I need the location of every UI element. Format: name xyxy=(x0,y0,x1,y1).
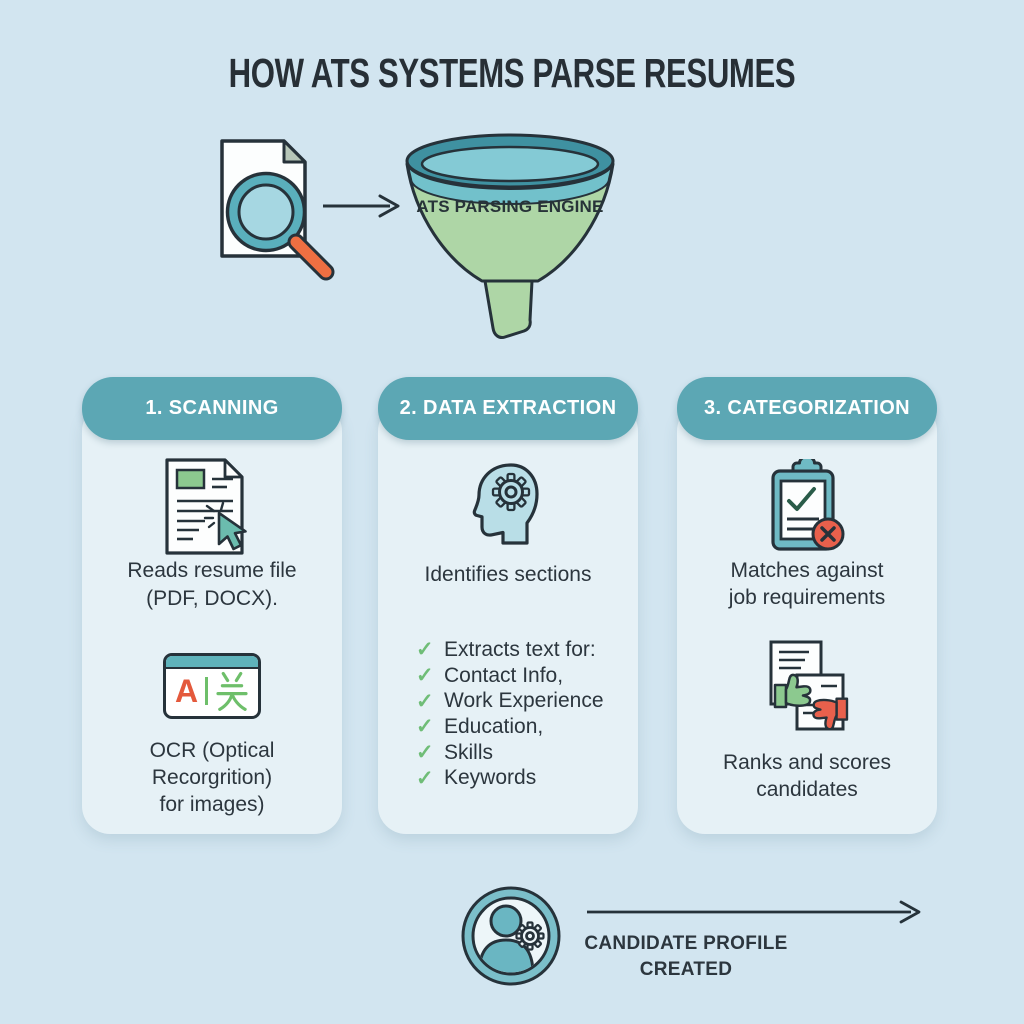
check-icon: ✓ xyxy=(416,664,434,688)
card-scanning: 1. SCANNING Reads resume file (PDF, DOCX… xyxy=(82,377,342,834)
candidate-profile-label: CANDIDATE PROFILE CREATED xyxy=(566,931,806,983)
card-scanning-caption: Reads resume file (PDF, DOCX). xyxy=(82,557,342,613)
checklist-item: ✓ Education, xyxy=(416,714,632,740)
footer-label-line: CANDIDATE PROFILE xyxy=(584,933,788,954)
person-icon xyxy=(477,904,535,973)
caption-line: candidates xyxy=(756,778,858,801)
click-burst-lines xyxy=(203,501,225,529)
card-scanning-ocr-caption: OCR (Optical Recorgrition) for images) xyxy=(82,737,342,818)
checklist-item-label: Extracts text for: xyxy=(444,637,596,661)
check-icon: ✓ xyxy=(416,715,434,739)
caption-line: Recorgrition) xyxy=(151,766,273,789)
page-title: HOW ATS SYSTEMS PARSE RESUMES xyxy=(228,50,796,96)
check-icon: ✓ xyxy=(416,741,434,765)
extraction-checklist: ✓ Extracts text for: ✓ Contact Info, ✓ W… xyxy=(416,637,632,791)
ocr-translate-icon: A xyxy=(163,653,261,719)
card-extraction-caption: Identifies sections xyxy=(378,561,638,589)
gear-icon xyxy=(491,472,531,512)
output-arrow-icon xyxy=(587,900,921,924)
head-gear-icon xyxy=(472,463,539,545)
caption-line: (PDF, DOCX). xyxy=(146,587,278,610)
card-data-extraction: 2. DATA EXTRACTION Identifies sections ✓ xyxy=(378,377,638,834)
card-categorization-rank-caption: Ranks and scores candidates xyxy=(677,749,937,803)
thumbs-ranking-icon xyxy=(769,640,849,731)
gear-icon xyxy=(515,921,545,951)
checklist-item: ✓ Extracts text for: xyxy=(416,637,632,663)
clipboard-check-cross-icon xyxy=(771,459,845,551)
check-icon: ✓ xyxy=(416,689,434,713)
caption-line: for images) xyxy=(159,793,265,816)
ocr-cjk-glyph xyxy=(216,671,248,711)
card-categorization-header: 3. CATEGORIZATION xyxy=(677,377,937,440)
caption-line: Ranks and scores xyxy=(722,751,892,774)
checklist-item: ✓ Work Experience xyxy=(416,688,632,714)
checklist-item: ✓ Contact Info, xyxy=(416,663,632,689)
checklist-item-label: Work Experience xyxy=(444,689,604,713)
caption-line: Matches against xyxy=(730,559,884,582)
caption-line: Reads resume file xyxy=(127,559,297,582)
candidate-profile-icon xyxy=(461,886,561,986)
checklist-item-label: Keywords xyxy=(444,766,537,790)
checklist-item: ✓ Keywords xyxy=(416,765,632,791)
caption-line: OCR (Optical xyxy=(149,739,275,762)
checklist-item-label: Education, xyxy=(444,714,544,738)
ocr-divider-bar xyxy=(205,677,209,705)
check-icon: ✓ xyxy=(416,638,434,662)
funnel-icon xyxy=(405,133,615,339)
ocr-icon-titlebar xyxy=(166,656,258,669)
check-icon: ✓ xyxy=(416,766,434,790)
flow-arrow-icon xyxy=(323,194,400,218)
document-cursor-icon xyxy=(165,458,247,555)
document-search-icon xyxy=(220,139,335,281)
ocr-latin-letter: A xyxy=(174,673,199,709)
checklist-item-label: Contact Info, xyxy=(444,663,564,687)
card-categorization: 3. CATEGORIZATION Matches against job re… xyxy=(677,377,937,834)
card-categorization-caption: Matches against job requirements xyxy=(677,557,937,611)
caption-line: Identifies sections xyxy=(424,563,592,586)
card-extraction-header: 2. DATA EXTRACTION xyxy=(378,377,638,440)
footer-label-line: CREATED xyxy=(639,959,733,980)
card-scanning-header: 1. SCANNING xyxy=(82,377,342,440)
caption-line: job requirements xyxy=(728,586,886,609)
checklist-item-label: Skills xyxy=(444,740,494,764)
checklist-item: ✓ Skills xyxy=(416,740,632,766)
funnel-label: ATS PARSING ENGINE xyxy=(416,197,604,216)
